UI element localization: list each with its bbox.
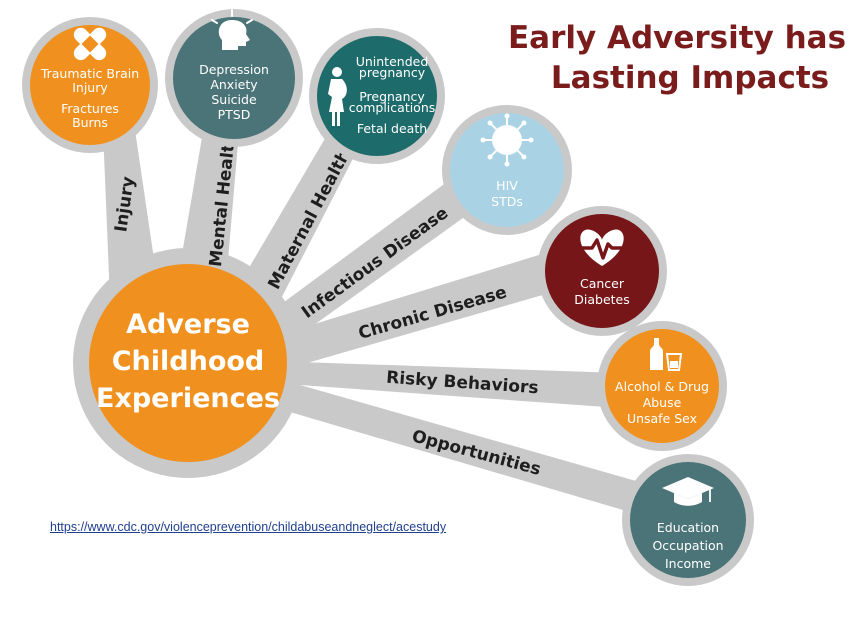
node-circle xyxy=(317,36,437,156)
spoke-infectious-disease xyxy=(280,165,495,335)
node-text: Occupation xyxy=(652,538,723,553)
head-icon xyxy=(211,9,253,50)
node-text: Diabetes xyxy=(574,292,630,307)
node-text: Burns xyxy=(72,115,108,130)
node-text: Education xyxy=(657,520,719,535)
title-line-2: Lasting Impacts xyxy=(551,60,829,96)
node-circle xyxy=(30,25,150,145)
center-line-2: Childhood xyxy=(112,346,265,377)
bottle-glass-icon xyxy=(650,338,683,371)
title-line-1: Early Adversity has xyxy=(508,20,846,56)
center-line-1: Adverse xyxy=(126,309,250,340)
spokes xyxy=(103,120,650,515)
node-text: Anxiety xyxy=(210,77,258,92)
node-text: PTSD xyxy=(218,107,251,122)
spoke-risky-behaviors xyxy=(300,362,620,408)
center-circle xyxy=(89,264,287,462)
node-text: pregnancy xyxy=(359,65,426,80)
spoke-maternal-health xyxy=(230,130,360,320)
node-text: STDs xyxy=(491,194,523,209)
node-maternal-health: UnintendedpregnancyPregnancycomplication… xyxy=(309,28,445,164)
node-text: Unsafe Sex xyxy=(627,411,697,426)
node-circle xyxy=(605,329,719,443)
node-text: Depression xyxy=(199,62,269,77)
node-text: Fractures xyxy=(61,101,119,116)
center-line-3: Experiences xyxy=(96,383,280,414)
node-text: Fetal death xyxy=(357,121,427,136)
node-circle xyxy=(630,462,746,578)
node-text: Suicide xyxy=(211,92,257,107)
node-text: Income xyxy=(665,556,711,571)
pregnant-woman-icon xyxy=(328,67,347,126)
graduation-cap-icon xyxy=(662,477,714,506)
node-circle xyxy=(545,214,659,328)
node-text: Injury xyxy=(72,80,108,95)
node-text: Unintended xyxy=(356,54,429,69)
virus-icon xyxy=(480,113,534,167)
node-text: Alcohol & Drug xyxy=(615,379,709,394)
heart-pulse-icon xyxy=(572,229,632,266)
spoke-chronic-disease xyxy=(295,250,560,365)
bandage-icon xyxy=(73,27,107,61)
branch-nodes: Traumatic BrainInjuryFracturesBurnsDepre… xyxy=(22,9,754,586)
node-circle xyxy=(173,17,295,139)
node-text: Traumatic Brain xyxy=(40,66,139,81)
source-link[interactable]: https://www.cdc.gov/violenceprevention/c… xyxy=(50,520,447,534)
node-text: Abuse xyxy=(643,395,682,410)
node-text: complications xyxy=(349,100,436,115)
spoke-opportunities xyxy=(290,385,650,515)
node-circle xyxy=(450,113,564,227)
center-node: Adverse Childhood Experiences xyxy=(73,248,303,478)
node-text: Cancer xyxy=(580,276,625,291)
node-text: HIV xyxy=(496,178,518,193)
node-text: Pregnancy xyxy=(359,89,425,104)
